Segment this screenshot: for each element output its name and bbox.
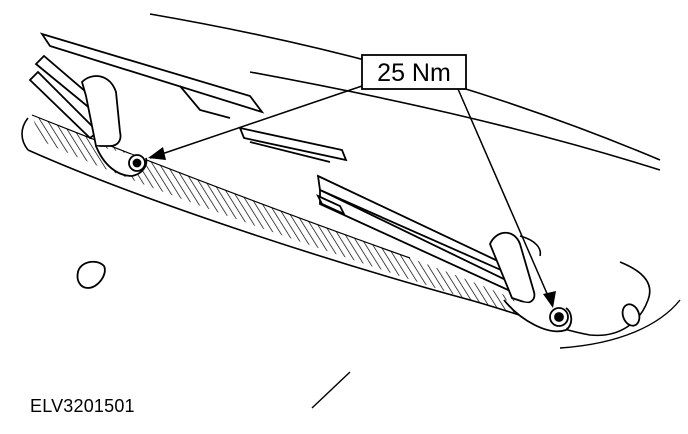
right-wiper-arm-head [489, 231, 536, 304]
left-wiper-arm-head [80, 75, 122, 147]
torque-label: 25 Nm [377, 59, 451, 87]
figure-id: ELV3201501 [30, 396, 135, 416]
body-mounting-holes [76, 260, 641, 327]
right-hole [621, 303, 641, 327]
right-wiper-assembly [238, 126, 573, 333]
torque-label-box [361, 54, 467, 90]
right-wiper-arm [316, 174, 511, 275]
arrowhead-left [148, 147, 166, 160]
cowl-panel-hatching [31, 114, 535, 316]
leader-line-left [149, 85, 363, 159]
arrowhead-right [543, 291, 556, 308]
left-wiper-assembly [28, 32, 265, 177]
torque-callout: 25 Nm [148, 54, 556, 308]
leader-line-right [457, 88, 553, 306]
left-hole [76, 260, 106, 289]
cut-line [311, 371, 351, 409]
right-wiper-blade [238, 126, 348, 162]
left-wiper-blade [39, 32, 265, 114]
